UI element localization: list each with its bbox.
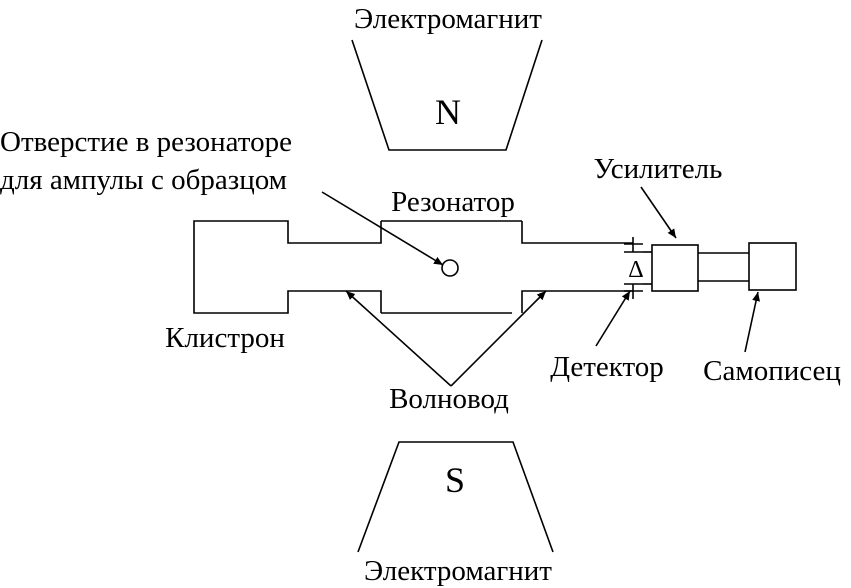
waveguide-arrow-left [345,290,452,387]
resonator-label: Резонатор [391,186,515,218]
bottom-magnet-pole [357,441,554,553]
detector-pointer-arrow [595,290,631,347]
recorder-box [748,242,797,291]
recorder-pointer-arrow [744,291,761,353]
waveguide-arrow-right [450,290,547,387]
amplifier-box [651,244,699,292]
opening-pointer-arrow [321,191,444,266]
north-pole-label: N [435,92,461,132]
top-magnet-pole [351,39,543,151]
resonator-opening-label-line1: Отверстие в резонаторе [0,126,292,158]
klystron-waveguide-top-outline [193,220,633,314]
top-electromagnet-label: Электромагнит [354,3,542,35]
sample-opening-circle [441,259,459,277]
amplifier-pointer-arrow [640,186,677,239]
amplifier-label: Усилитель [594,153,723,185]
detector-label: Детектор [550,351,664,383]
recorder-label: Самописец [703,355,841,387]
south-pole-label: S [445,460,465,500]
detector-symbol: Δ [628,257,643,283]
bottom-electromagnet-label: Электромагнит [364,555,552,587]
resonator-opening-label-line2: для ампулы с образцом [0,164,287,196]
waveguide-label: Волновод [389,383,509,415]
klystron-label: Клистрон [165,322,285,354]
